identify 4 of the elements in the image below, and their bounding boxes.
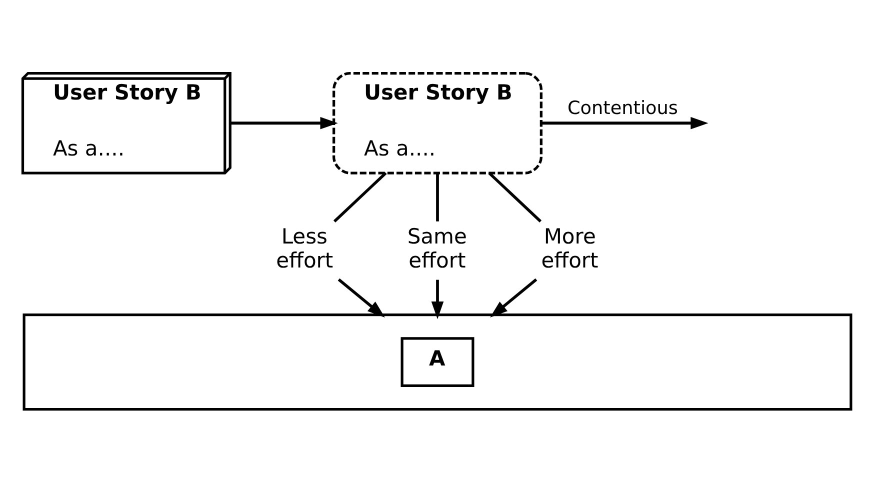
node-text: More effort <box>541 224 598 272</box>
node-text: Less effort <box>276 224 334 272</box>
edge-label: Contentious <box>567 98 678 119</box>
node-text: Same effort <box>407 224 467 272</box>
